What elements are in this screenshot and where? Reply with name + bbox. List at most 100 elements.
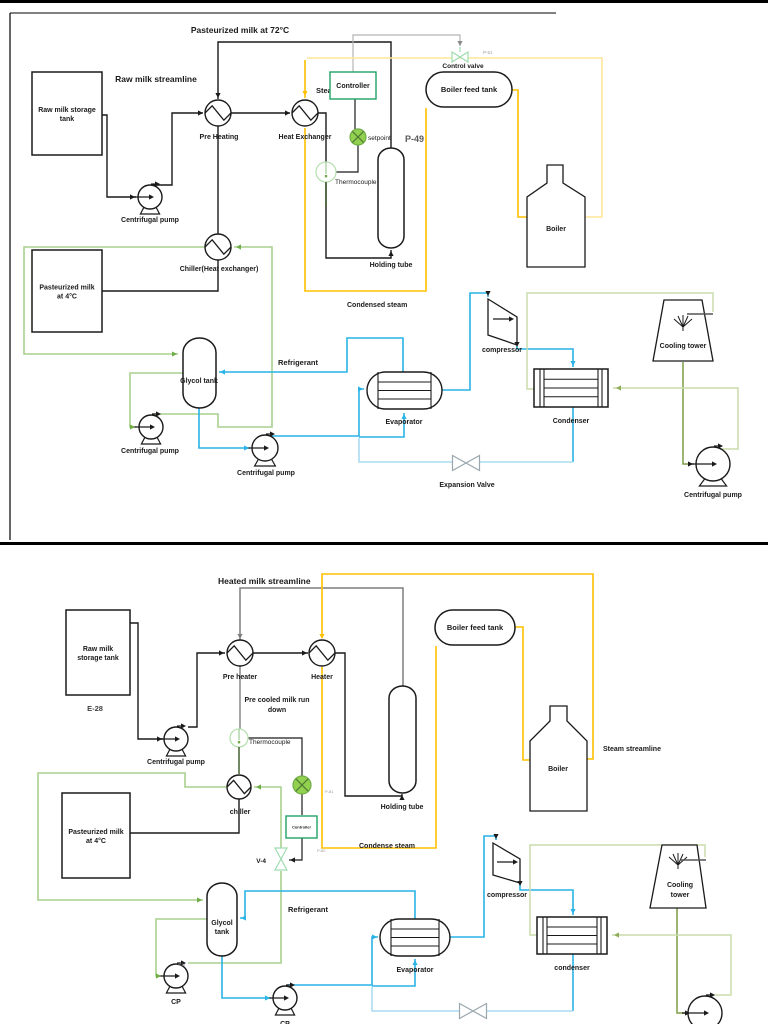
pipe-12 xyxy=(304,108,427,292)
label-p-51: P-51 xyxy=(483,50,493,55)
label-tower: tower xyxy=(671,892,690,899)
flow-arrow xyxy=(175,736,180,742)
flow-arrow xyxy=(517,881,523,886)
label-holding-tube: Holding tube xyxy=(381,804,424,811)
flow-arrow xyxy=(372,934,377,940)
flow-arrow xyxy=(685,1010,690,1016)
label-raw-milk-storage: Raw milk storage xyxy=(38,107,96,114)
flow-arrow xyxy=(198,110,203,116)
flow-arrow xyxy=(358,386,363,392)
flow-arrow xyxy=(570,909,576,914)
flow-arrow xyxy=(130,424,135,430)
label-thermocouple: Thermocouple xyxy=(335,179,377,186)
pipe-19 xyxy=(287,936,378,986)
pipe-21 xyxy=(450,835,497,938)
pipe-18 xyxy=(221,956,271,999)
v4-valve-bottom xyxy=(273,857,289,871)
flow-arrow xyxy=(197,897,202,903)
control-valve-right xyxy=(458,50,469,64)
label-tank: tank xyxy=(215,929,230,936)
label-cooling-tower: Cooling tower xyxy=(660,343,707,350)
flow-arrow xyxy=(149,194,154,200)
label-refrigerant: Refrigerant xyxy=(278,358,319,367)
flow-arrow xyxy=(215,93,221,98)
pipe-27 xyxy=(529,844,706,936)
flow-arrow xyxy=(290,857,295,863)
label-controller: Controller xyxy=(336,83,370,90)
label-compressor: compressor xyxy=(487,892,527,899)
label-pasteurized-milk: Pasteurized milk xyxy=(39,285,94,292)
pipe-7 xyxy=(336,145,359,173)
cooling-tower-spray3 xyxy=(682,315,689,328)
label-heat-exchanger: Heat Exchanger xyxy=(279,134,332,141)
label-centrifugal-pump: Centrifugal pump xyxy=(147,759,205,766)
label-raw-milk-streamline: Raw milk streamline xyxy=(115,74,197,84)
cooling-tower-spray1 xyxy=(672,853,679,866)
label-raw-milk: Raw milk xyxy=(83,646,113,653)
pipe-20 xyxy=(359,413,405,438)
pipe-22 xyxy=(519,884,574,915)
raw-milk-storage-tank xyxy=(31,71,103,156)
label-pre-cooled-milk-run: Pre cooled milk run xyxy=(245,697,310,704)
label-tank: tank xyxy=(60,116,75,123)
label-storage-tank: storage tank xyxy=(77,655,119,662)
flow-arrow xyxy=(172,351,177,357)
label-centrifugal-pump: Centrifugal pump xyxy=(121,448,179,455)
arrow-layer xyxy=(130,41,693,467)
pipe-4 xyxy=(217,41,392,148)
setpoint-valve-x2 xyxy=(295,778,309,792)
label-evaporator: Evaporator xyxy=(386,419,423,426)
label-down: down xyxy=(268,707,286,714)
pipe-9 xyxy=(289,838,303,861)
pipe-15 xyxy=(188,871,282,964)
flow-arrow xyxy=(156,411,161,417)
flow-arrow xyxy=(513,859,518,865)
pipe-19 xyxy=(267,388,364,437)
holding-tube xyxy=(388,685,417,794)
flow-arrow xyxy=(220,369,225,375)
label-boiler-feed-tank: Boiler feed tank xyxy=(441,85,498,94)
thermocouple-dot xyxy=(324,175,328,178)
pipe-12 xyxy=(321,646,437,849)
expansion-valve-right xyxy=(464,454,481,472)
pipe-14 xyxy=(23,246,205,355)
flow-arrow xyxy=(514,342,520,347)
pipe-11 xyxy=(512,89,527,218)
pre-heating-heat-exchanger-coil xyxy=(204,104,232,122)
flow-arrow xyxy=(485,291,491,296)
label-e-28: E-28 xyxy=(87,704,103,713)
boiler xyxy=(526,164,586,268)
flow-arrow xyxy=(509,316,514,322)
flow-arrow xyxy=(616,385,621,391)
label-steam-streamline: Steam streamline xyxy=(603,746,661,753)
label-boiler: Boiler xyxy=(546,226,566,233)
flow-arrow xyxy=(401,414,407,419)
pipe-9 xyxy=(352,34,461,72)
pipe-28 xyxy=(612,934,732,996)
label-pre-heating: Pre Heating xyxy=(200,134,239,141)
flow-arrow xyxy=(285,110,290,116)
label-heated-milk-streamline: Heated milk streamline xyxy=(218,576,311,586)
pipe-1 xyxy=(152,112,203,186)
label-glycol-tank: Glycol tank xyxy=(180,378,218,385)
label-pre-heater: Pre heater xyxy=(223,674,258,681)
pipe-26 xyxy=(682,362,694,465)
thermocouple-dot xyxy=(237,741,241,744)
flow-arrow xyxy=(284,995,289,1001)
pipe-13 xyxy=(37,772,227,901)
label-setpoint: setpoint xyxy=(368,135,391,142)
heater-coil xyxy=(308,644,336,662)
flow-arrow xyxy=(302,91,308,96)
label-condensed-steam: Condensed steam xyxy=(347,302,407,309)
cooling-tower-spray0 xyxy=(668,856,679,866)
label-chiller: chiller xyxy=(230,809,251,816)
flow-arrow xyxy=(319,634,325,639)
expansion-valve-right xyxy=(471,1002,488,1020)
chiller-heat-exchanger-coil xyxy=(204,238,232,256)
setpoint-valve-x2 xyxy=(351,130,365,144)
